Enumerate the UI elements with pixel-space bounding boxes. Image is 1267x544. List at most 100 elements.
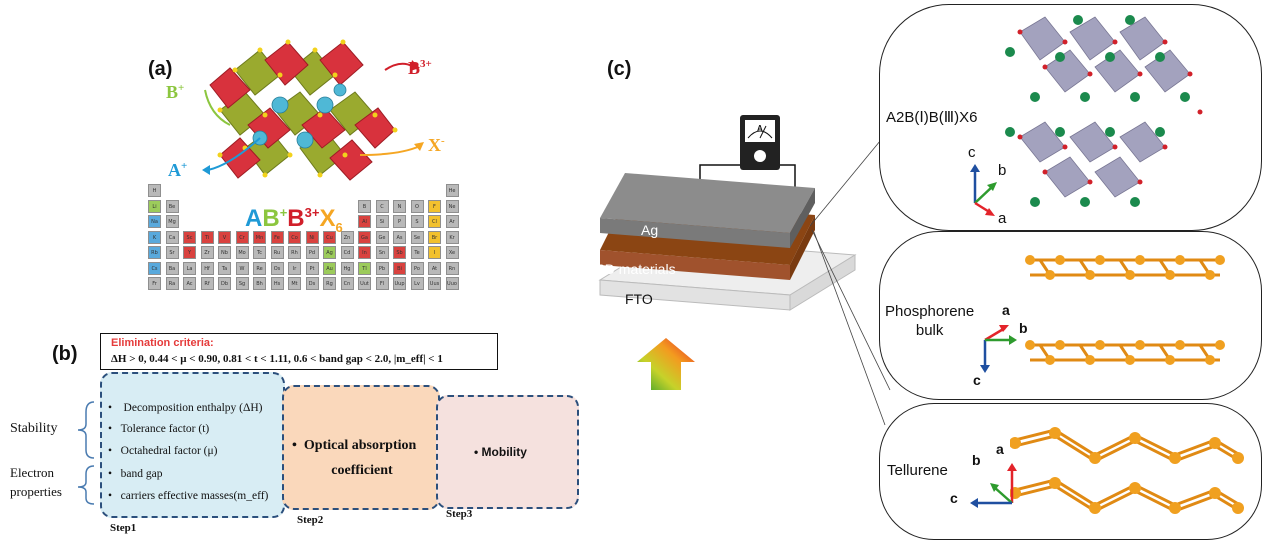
perovskite-formula: AB+B3+X6: [245, 205, 343, 235]
element-cell: Tc: [253, 246, 266, 259]
element-cell: Ne: [445, 199, 459, 213]
element-cell: Se: [410, 230, 424, 244]
element-cell: Lv: [410, 277, 424, 290]
element-cell: O: [410, 199, 424, 213]
element-cell: Al: [358, 215, 371, 228]
element-cell: Co: [288, 230, 301, 244]
double-perovskite-crystal: [1005, 15, 1203, 207]
axis-c-box3: c: [950, 490, 958, 506]
element-cell: Mo: [235, 246, 249, 259]
element-cell: Nb: [218, 246, 231, 259]
element-cell: V: [218, 230, 231, 244]
element-cell: La: [183, 261, 196, 275]
element-cell: Ga: [358, 230, 371, 244]
element-cell: B: [358, 199, 371, 213]
element-cell: Db: [218, 277, 231, 290]
element-cell: Sc: [183, 230, 196, 244]
element-cell: Sr: [165, 246, 179, 259]
element-cell: Xe: [445, 246, 459, 259]
element-cell: Tl: [358, 261, 371, 275]
axis-c-box1: c: [968, 144, 976, 161]
element-cell: Zr: [200, 246, 214, 259]
box3-title: Tellurene: [887, 462, 948, 479]
element-cell: Si: [375, 215, 389, 228]
element-cell: Ar: [445, 215, 459, 228]
element-cell: Hf: [200, 261, 214, 275]
element-cell: Ni: [305, 230, 319, 244]
tellurene-crystal: [1010, 427, 1244, 514]
element-cell: Cu: [323, 230, 336, 244]
element-cell: Ac: [183, 277, 196, 290]
element-cell: I: [428, 246, 441, 259]
axis-b-box1: b: [998, 162, 1007, 179]
ion-b1-label: B+: [166, 82, 185, 102]
box2-title: Phosphorene bulk: [885, 303, 975, 339]
element-cell: Zn: [340, 230, 354, 244]
element-cell: At: [428, 261, 441, 275]
group-braces: [77, 401, 95, 505]
step1-item-tolerance: • Tolerance factor (t): [108, 423, 210, 435]
group-stability: Stability: [10, 421, 58, 436]
element-cell: Ru: [270, 246, 284, 259]
axis-a-box1: a: [998, 210, 1007, 227]
criteria-text: ΔH > 0, 0.44 < μ < 0.90, 0.81 < t < 1.11…: [111, 353, 443, 365]
element-cell: Ge: [375, 230, 389, 244]
element-cell: Kr: [445, 230, 459, 244]
layer-ag-label: Ag: [641, 222, 659, 238]
phosphorene-crystal: [1025, 255, 1225, 365]
element-cell: Rb: [148, 246, 161, 259]
step1-item-octahedral: • Octahedral factor (μ): [108, 445, 218, 457]
element-cell: Ir: [288, 261, 301, 275]
element-cell: In: [358, 246, 371, 259]
step1-name: Step1: [110, 522, 137, 534]
panel-b-label: (b): [52, 343, 78, 365]
axis-b-box2: b: [1019, 320, 1028, 336]
axes-icon-box2: [980, 325, 1017, 373]
step2-name: Step2: [297, 514, 324, 526]
element-cell: Rg: [323, 277, 336, 290]
panel-a-label: (a): [148, 58, 173, 80]
element-cell: W: [235, 261, 249, 275]
ion-x-label: X-: [428, 135, 445, 155]
element-cell: Sb: [393, 246, 406, 259]
element-cell: K: [148, 230, 161, 244]
box1-title: A2B(Ⅰ)B(Ⅲ)X6: [886, 109, 978, 126]
element-cell: Cs: [148, 261, 161, 275]
element-cell: Be: [165, 199, 179, 213]
element-cell: Ca: [165, 230, 179, 244]
element-cell: Ba: [165, 261, 179, 275]
element-cell: Cn: [340, 277, 354, 290]
element-cell: Po: [410, 261, 424, 275]
ion-b3-label: B3+: [408, 58, 432, 78]
step1-item-bandgap: • band gap: [108, 468, 163, 480]
axes-icon-box3: [970, 463, 1017, 508]
elimination-criteria-box: Elimination criteria: ΔH > 0, 0.44 < μ <…: [100, 333, 498, 370]
element-cell: Fr: [148, 277, 161, 290]
axis-b-box3: b: [972, 452, 981, 468]
ion-a-label: A+: [168, 160, 188, 180]
axis-a-box2: a: [1002, 302, 1010, 318]
element-cell: Ti: [200, 230, 214, 244]
element-cell: Na: [148, 215, 161, 228]
element-cell: N: [393, 199, 406, 213]
step3-box: [436, 395, 579, 509]
connector-lines: [809, 134, 891, 426]
element-cell: Os: [270, 261, 284, 275]
element-cell: Br: [428, 230, 441, 244]
element-cell: Mg: [165, 215, 179, 228]
element-cell: Mt: [288, 277, 301, 290]
element-cell: Sn: [375, 246, 389, 259]
element-cell: Uut: [358, 277, 371, 290]
device-stack: [598, 115, 857, 311]
element-cell: S: [410, 215, 424, 228]
element-cell: Mn: [253, 230, 266, 244]
element-cell: Pb: [375, 261, 389, 275]
element-cell: F: [428, 199, 441, 213]
element-cell: C: [375, 199, 389, 213]
element-cell: Cl: [428, 215, 441, 228]
element-cell: Uup: [393, 277, 406, 290]
step3-name: Step3: [446, 508, 473, 520]
element-cell: Uus: [428, 277, 441, 290]
element-cell: Rh: [288, 246, 301, 259]
